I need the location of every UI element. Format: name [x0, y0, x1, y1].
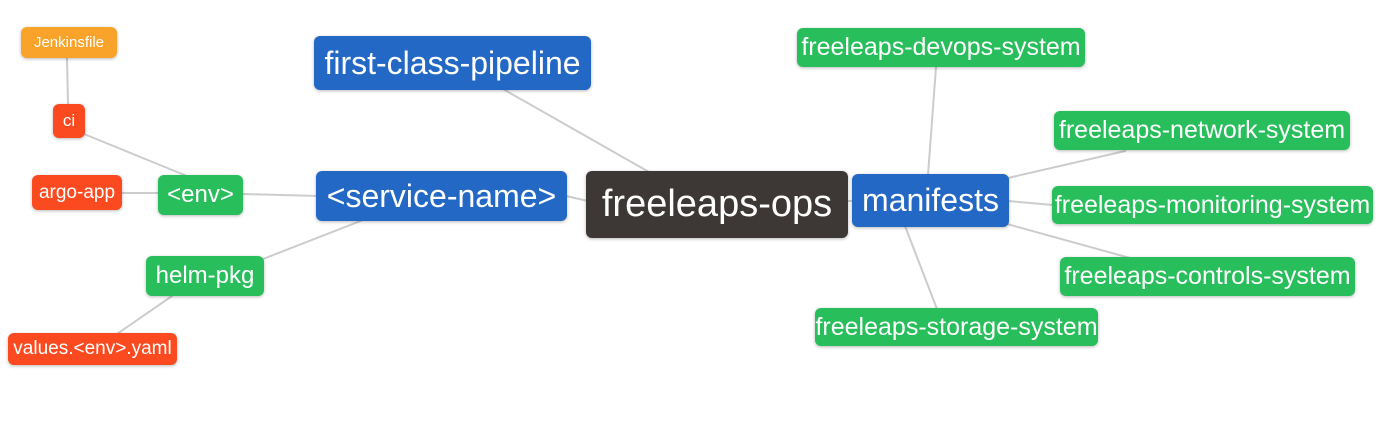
edge-manifests-monitoring — [1007, 200, 1054, 206]
edge-manifests-controls — [1006, 223, 1131, 259]
edge-service-name-helm-pkg — [262, 219, 364, 260]
node-env[interactable]: <env> — [158, 175, 243, 215]
edge-manifests-storage — [904, 225, 938, 310]
node-freeleaps-monitoring-system[interactable]: freeleaps-monitoring-system — [1052, 186, 1373, 224]
node-freeleaps-storage-system[interactable]: freeleaps-storage-system — [815, 308, 1098, 346]
edge-jenkinsfile-ci — [66, 57, 69, 105]
node-values-env-yaml[interactable]: values.<env>.yaml — [8, 333, 177, 365]
edge-pipeline-freeleaps-ops — [502, 88, 650, 173]
node-freeleaps-network-system[interactable]: freeleaps-network-system — [1054, 111, 1350, 150]
node-manifests[interactable]: manifests — [852, 174, 1009, 227]
edge-env-service-name — [242, 193, 319, 197]
node-freeleaps-ops-root[interactable]: freeleaps-ops — [586, 171, 848, 238]
node-jenkinsfile[interactable]: Jenkinsfile — [21, 27, 117, 58]
node-first-class-pipeline[interactable]: first-class-pipeline — [314, 36, 591, 90]
node-argo-app[interactable]: argo-app — [32, 175, 122, 210]
node-service-name[interactable]: <service-name> — [316, 171, 567, 221]
node-helm-pkg[interactable]: helm-pkg — [146, 256, 264, 296]
edge-ci-env — [83, 133, 188, 177]
node-freeleaps-devops-system[interactable]: freeleaps-devops-system — [797, 28, 1085, 67]
node-ci[interactable]: ci — [53, 104, 85, 138]
edge-service-name-freeleaps-ops — [565, 195, 589, 202]
edge-helm-pkg-values — [116, 295, 173, 335]
node-freeleaps-controls-system[interactable]: freeleaps-controls-system — [1060, 257, 1355, 296]
edge-manifests-network — [1007, 150, 1126, 179]
edge-manifests-devops — [927, 66, 937, 176]
